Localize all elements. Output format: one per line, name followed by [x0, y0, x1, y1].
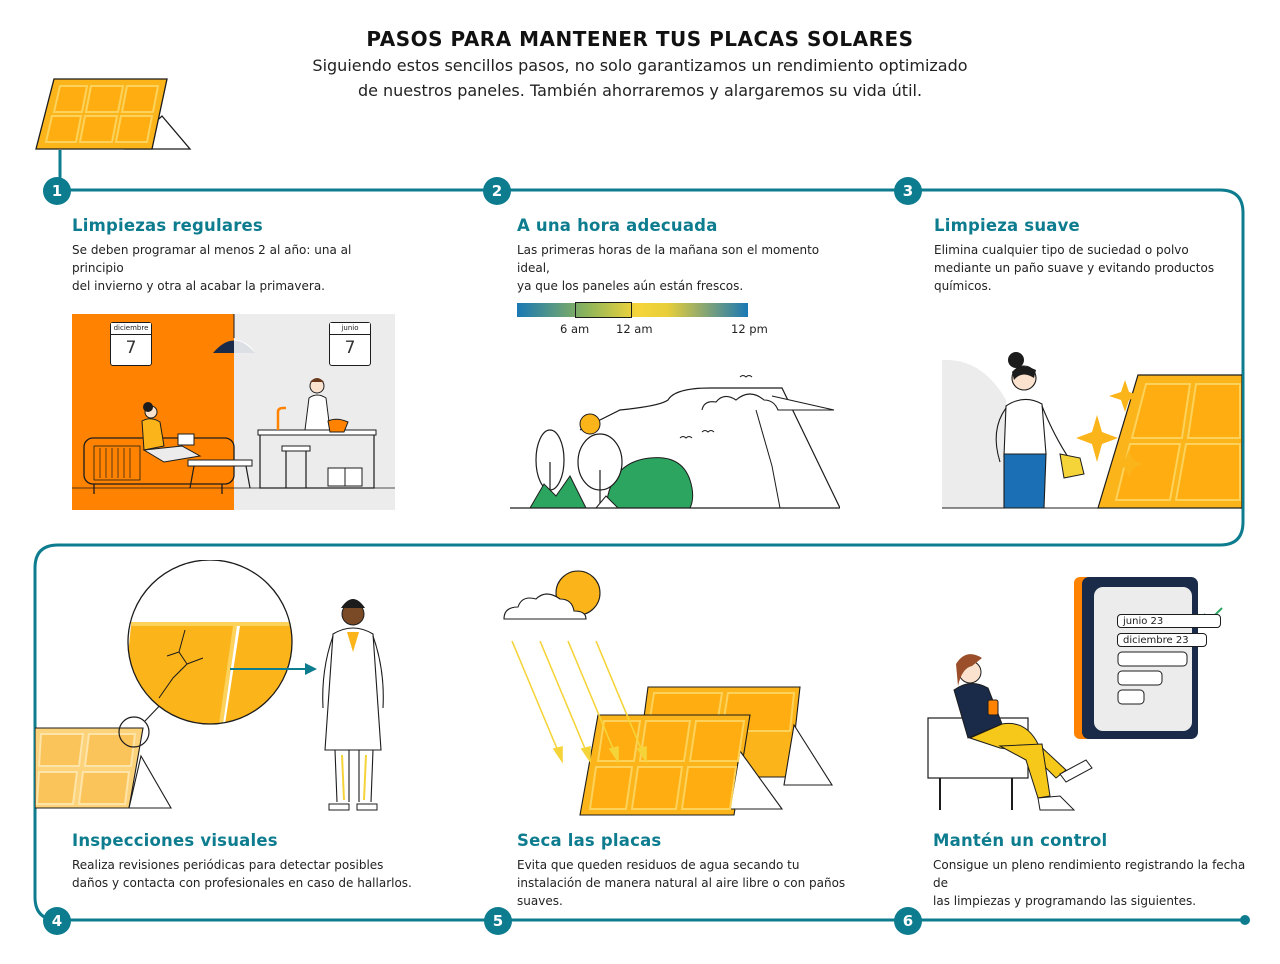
calendar-left: diciembre 7: [110, 322, 152, 366]
step-3-description: Elimina cualquier tipo de suciedad o pol…: [934, 243, 1215, 293]
step-1-number: 1: [43, 177, 71, 205]
step-1-title: Limpiezas regulares: [72, 216, 263, 235]
step-6-title: Mantén un control: [933, 831, 1108, 850]
step-6-description: Consigue un pleno rendimiento registrand…: [933, 858, 1246, 908]
step-5-title: Seca las placas: [517, 831, 662, 850]
step-4-title: Inspecciones visuales: [72, 831, 278, 850]
time-label-6am: 6 am: [560, 322, 590, 336]
time-label-12pm: 12 pm: [731, 322, 768, 336]
log-entry-december: diciembre 23: [1117, 633, 1207, 647]
step-5-number: 5: [484, 907, 512, 935]
step-2-title: A una hora adecuada: [517, 216, 718, 235]
step-1-description: Se deben programar al menos 2 al año: un…: [72, 243, 352, 293]
step-2-number: 2: [483, 177, 511, 205]
step-1-home-illustration: diciembre 7 junio 7: [72, 314, 395, 510]
step-3-title: Limpieza suave: [934, 216, 1080, 235]
time-gradient-bar: [517, 303, 748, 317]
time-label-12am: 12 am: [616, 322, 653, 336]
step-4-description: Realiza revisiones periódicas para detec…: [72, 858, 412, 890]
step-4-number: 4: [43, 907, 71, 935]
step-6-number: 6: [894, 907, 922, 935]
solar-panel-illustration: [35, 78, 194, 150]
page-title: PASOS PARA MANTENER TUS PLACAS SOLARES: [366, 27, 914, 51]
step-4-inspection-illustration: [35, 560, 384, 811]
page-subtitle-line-1: Siguiendo estos sencillos pasos, no solo…: [312, 56, 968, 75]
step-3-number: 3: [894, 177, 922, 205]
calendar-right: junio 7: [329, 322, 371, 366]
morning-landscape-illustration: [510, 375, 840, 509]
time-highlight-window: [575, 302, 632, 318]
step-6-control-illustration: junio 23 diciembre 23: [926, 574, 1236, 814]
step-2-description: Las primeras horas de la mañana son el m…: [517, 243, 820, 293]
log-entry-june: junio 23: [1117, 614, 1221, 628]
page-subtitle-line-2: de nuestros paneles. También ahorraremos…: [357, 81, 923, 100]
step-5-drying-illustration: [503, 570, 833, 816]
step-5-description: Evita que queden residuos de agua secand…: [517, 858, 846, 908]
step-3-cleaning-illustration: [942, 352, 1242, 509]
